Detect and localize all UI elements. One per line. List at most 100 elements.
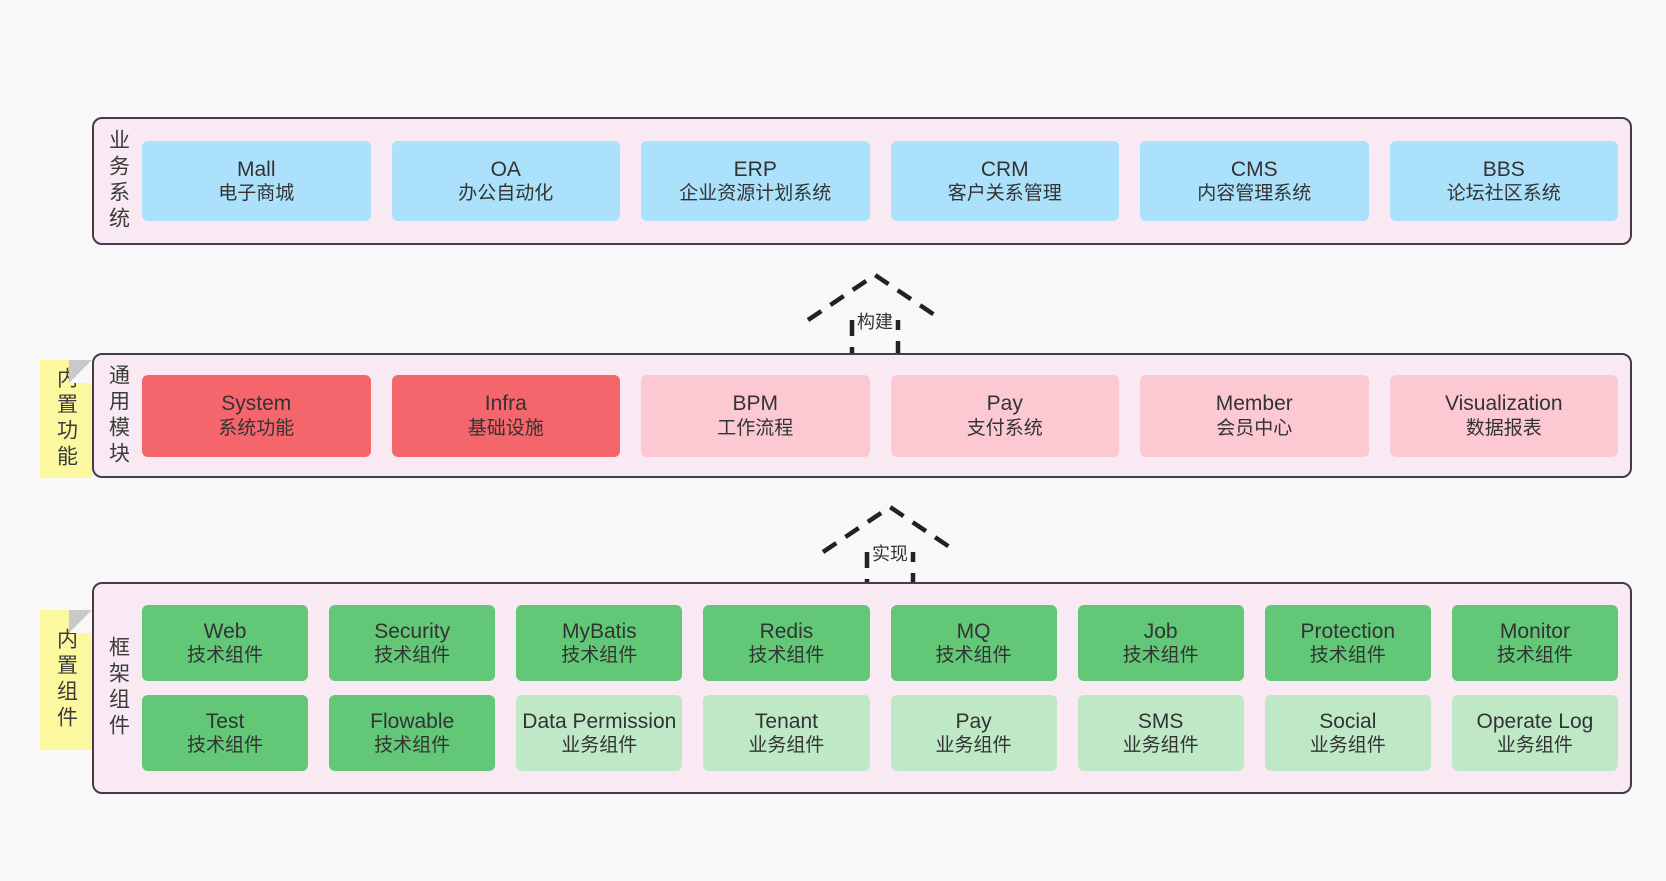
sticky-note-label: 内置组件: [54, 628, 78, 732]
card-title: System: [221, 392, 292, 416]
card-subtitle: 办公自动化: [458, 183, 554, 205]
card-row: System 系统功能 Infra 基础设施 BPM 工作流程 Pay 支付系统…: [142, 374, 1618, 457]
card-subtitle: 论坛社区系统: [1446, 183, 1561, 205]
card-title: Flowable: [370, 709, 455, 733]
card-cms[interactable]: CMS 内容管理系统: [1140, 141, 1369, 221]
card-title: Protection: [1300, 619, 1396, 643]
card-subtitle: 技术组件: [1309, 645, 1386, 667]
card-subtitle: 业务组件: [935, 735, 1012, 757]
card-title: Tenant: [754, 709, 818, 733]
card-title: Test: [205, 709, 245, 733]
card-system[interactable]: System 系统功能: [142, 374, 371, 457]
layer-body-common-module: System 系统功能 Infra 基础设施 BPM 工作流程 Pay 支付系统…: [142, 355, 1630, 476]
connector-implement-label: 实现: [872, 544, 908, 564]
card-subtitle: 技术组件: [748, 645, 825, 667]
card-pay[interactable]: Pay 支付系统: [890, 374, 1119, 457]
card-oa[interactable]: OA 办公自动化: [391, 141, 620, 221]
card-title: Operate Log: [1476, 709, 1594, 733]
card-operate-log[interactable]: Operate Log 业务组件: [1451, 695, 1618, 771]
card-title: Security: [374, 619, 451, 643]
connector-build-label: 构建: [857, 312, 893, 332]
card-row-business: Test 技术组件 Flowable 技术组件 Data Permission …: [142, 695, 1618, 771]
card-title: ERP: [733, 157, 777, 181]
card-subtitle: 技术组件: [561, 645, 638, 667]
card-title: Pay: [955, 709, 992, 733]
card-title: BPM: [732, 392, 778, 416]
card-subtitle: 技术组件: [935, 645, 1012, 667]
card-mybatis[interactable]: MyBatis 技术组件: [516, 605, 683, 681]
card-subtitle: 电子商城: [218, 183, 295, 205]
layer-title-framework-component: 框架组件: [106, 636, 130, 740]
card-subtitle: 业务组件: [1309, 735, 1386, 757]
card-monitor[interactable]: Monitor 技术组件: [1451, 605, 1618, 681]
card-mq[interactable]: MQ 技术组件: [890, 605, 1057, 681]
card-redis[interactable]: Redis 技术组件: [703, 605, 870, 681]
card-title: Infra: [484, 392, 527, 416]
card-title: MQ: [956, 619, 991, 643]
card-title: BBS: [1482, 157, 1525, 181]
card-sms[interactable]: SMS 业务组件: [1077, 695, 1244, 771]
card-subtitle: 技术组件: [374, 735, 451, 757]
card-mall[interactable]: Mall 电子商城: [142, 141, 371, 221]
card-subtitle: 客户关系管理: [947, 183, 1062, 205]
card-subtitle: 业务组件: [1496, 735, 1573, 757]
card-subtitle: 业务组件: [561, 735, 638, 757]
sticky-note-builtin-function: 内置功能: [40, 360, 92, 478]
card-protection[interactable]: Protection 技术组件: [1264, 605, 1431, 681]
card-subtitle: 技术组件: [374, 645, 451, 667]
card-pay-business[interactable]: Pay 业务组件: [890, 695, 1057, 771]
card-subtitle: 业务组件: [1122, 735, 1199, 757]
card-subtitle: 技术组件: [1122, 645, 1199, 667]
card-title: CMS: [1230, 157, 1278, 181]
card-infra[interactable]: Infra 基础设施: [391, 374, 620, 457]
card-member[interactable]: Member 会员中心: [1140, 374, 1369, 457]
card-job[interactable]: Job 技术组件: [1077, 605, 1244, 681]
card-data-permission[interactable]: Data Permission 业务组件: [516, 695, 683, 771]
layer-common-module: 通用模块 System 系统功能 Infra 基础设施 BPM 工作流程 Pay…: [92, 353, 1632, 478]
layer-body-framework-component: Web 技术组件 Security 技术组件 MyBatis 技术组件 Redi…: [142, 584, 1630, 792]
layer-business-system: 业务系统 Mall 电子商城 OA 办公自动化 ERP 企业资源计划系统 CRM…: [92, 117, 1632, 245]
card-title: Monitor: [1499, 619, 1570, 643]
layer-framework-component: 框架组件 Web 技术组件 Security 技术组件 MyBatis 技术组件…: [92, 582, 1632, 794]
connector-implement: 实现: [815, 500, 965, 591]
card-subtitle: 内容管理系统: [1197, 183, 1312, 205]
card-title: Pay: [986, 392, 1023, 416]
card-subtitle: 工作流程: [717, 417, 794, 439]
card-erp[interactable]: ERP 企业资源计划系统: [641, 141, 870, 221]
card-title: Web: [203, 619, 247, 643]
card-title: OA: [490, 157, 521, 181]
card-security[interactable]: Security 技术组件: [329, 605, 496, 681]
card-title: MyBatis: [561, 619, 637, 643]
card-bpm[interactable]: BPM 工作流程: [641, 374, 870, 457]
card-subtitle: 基础设施: [467, 417, 544, 439]
card-title: Social: [1319, 709, 1377, 733]
card-title: Data Permission: [522, 709, 677, 733]
card-test[interactable]: Test 技术组件: [142, 695, 309, 771]
card-title: Job: [1143, 619, 1178, 643]
card-subtitle: 技术组件: [187, 645, 264, 667]
card-flowable[interactable]: Flowable 技术组件: [329, 695, 496, 771]
card-subtitle: 系统功能: [218, 417, 295, 439]
card-subtitle: 企业资源计划系统: [679, 183, 832, 205]
sticky-note-builtin-component: 内置组件: [40, 610, 92, 750]
card-web[interactable]: Web 技术组件: [142, 605, 309, 681]
card-tenant[interactable]: Tenant 业务组件: [703, 695, 870, 771]
card-subtitle: 技术组件: [1496, 645, 1573, 667]
card-title: Visualization: [1444, 392, 1563, 416]
card-title: Mall: [236, 157, 276, 181]
card-row: Mall 电子商城 OA 办公自动化 ERP 企业资源计划系统 CRM 客户关系…: [142, 141, 1618, 221]
card-subtitle: 会员中心: [1216, 417, 1293, 439]
card-title: CRM: [980, 157, 1029, 181]
layer-body-business-system: Mall 电子商城 OA 办公自动化 ERP 企业资源计划系统 CRM 客户关系…: [142, 119, 1630, 243]
card-title: Redis: [759, 619, 814, 643]
card-title: SMS: [1137, 709, 1184, 733]
card-row-technical: Web 技术组件 Security 技术组件 MyBatis 技术组件 Redi…: [142, 605, 1618, 681]
card-bbs[interactable]: BBS 论坛社区系统: [1389, 141, 1618, 221]
layer-title-common-module: 通用模块: [106, 363, 130, 468]
card-subtitle: 业务组件: [748, 735, 825, 757]
card-crm[interactable]: CRM 客户关系管理: [890, 141, 1119, 221]
card-social[interactable]: Social 业务组件: [1264, 695, 1431, 771]
card-subtitle: 技术组件: [187, 735, 264, 757]
card-visualization[interactable]: Visualization 数据报表: [1389, 374, 1618, 457]
